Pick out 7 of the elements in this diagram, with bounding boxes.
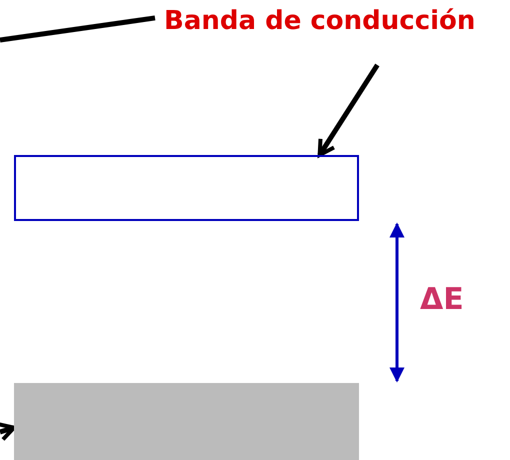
arrow	[318, 64, 380, 157]
leader-line	[0, 15, 156, 42]
arrow	[0, 422, 16, 442]
valence-band-box	[14, 383, 359, 460]
energy-gap-label: ΔE	[420, 282, 464, 317]
band-label: Banda de conducción	[164, 2, 476, 40]
conduction-band-box	[14, 155, 359, 221]
